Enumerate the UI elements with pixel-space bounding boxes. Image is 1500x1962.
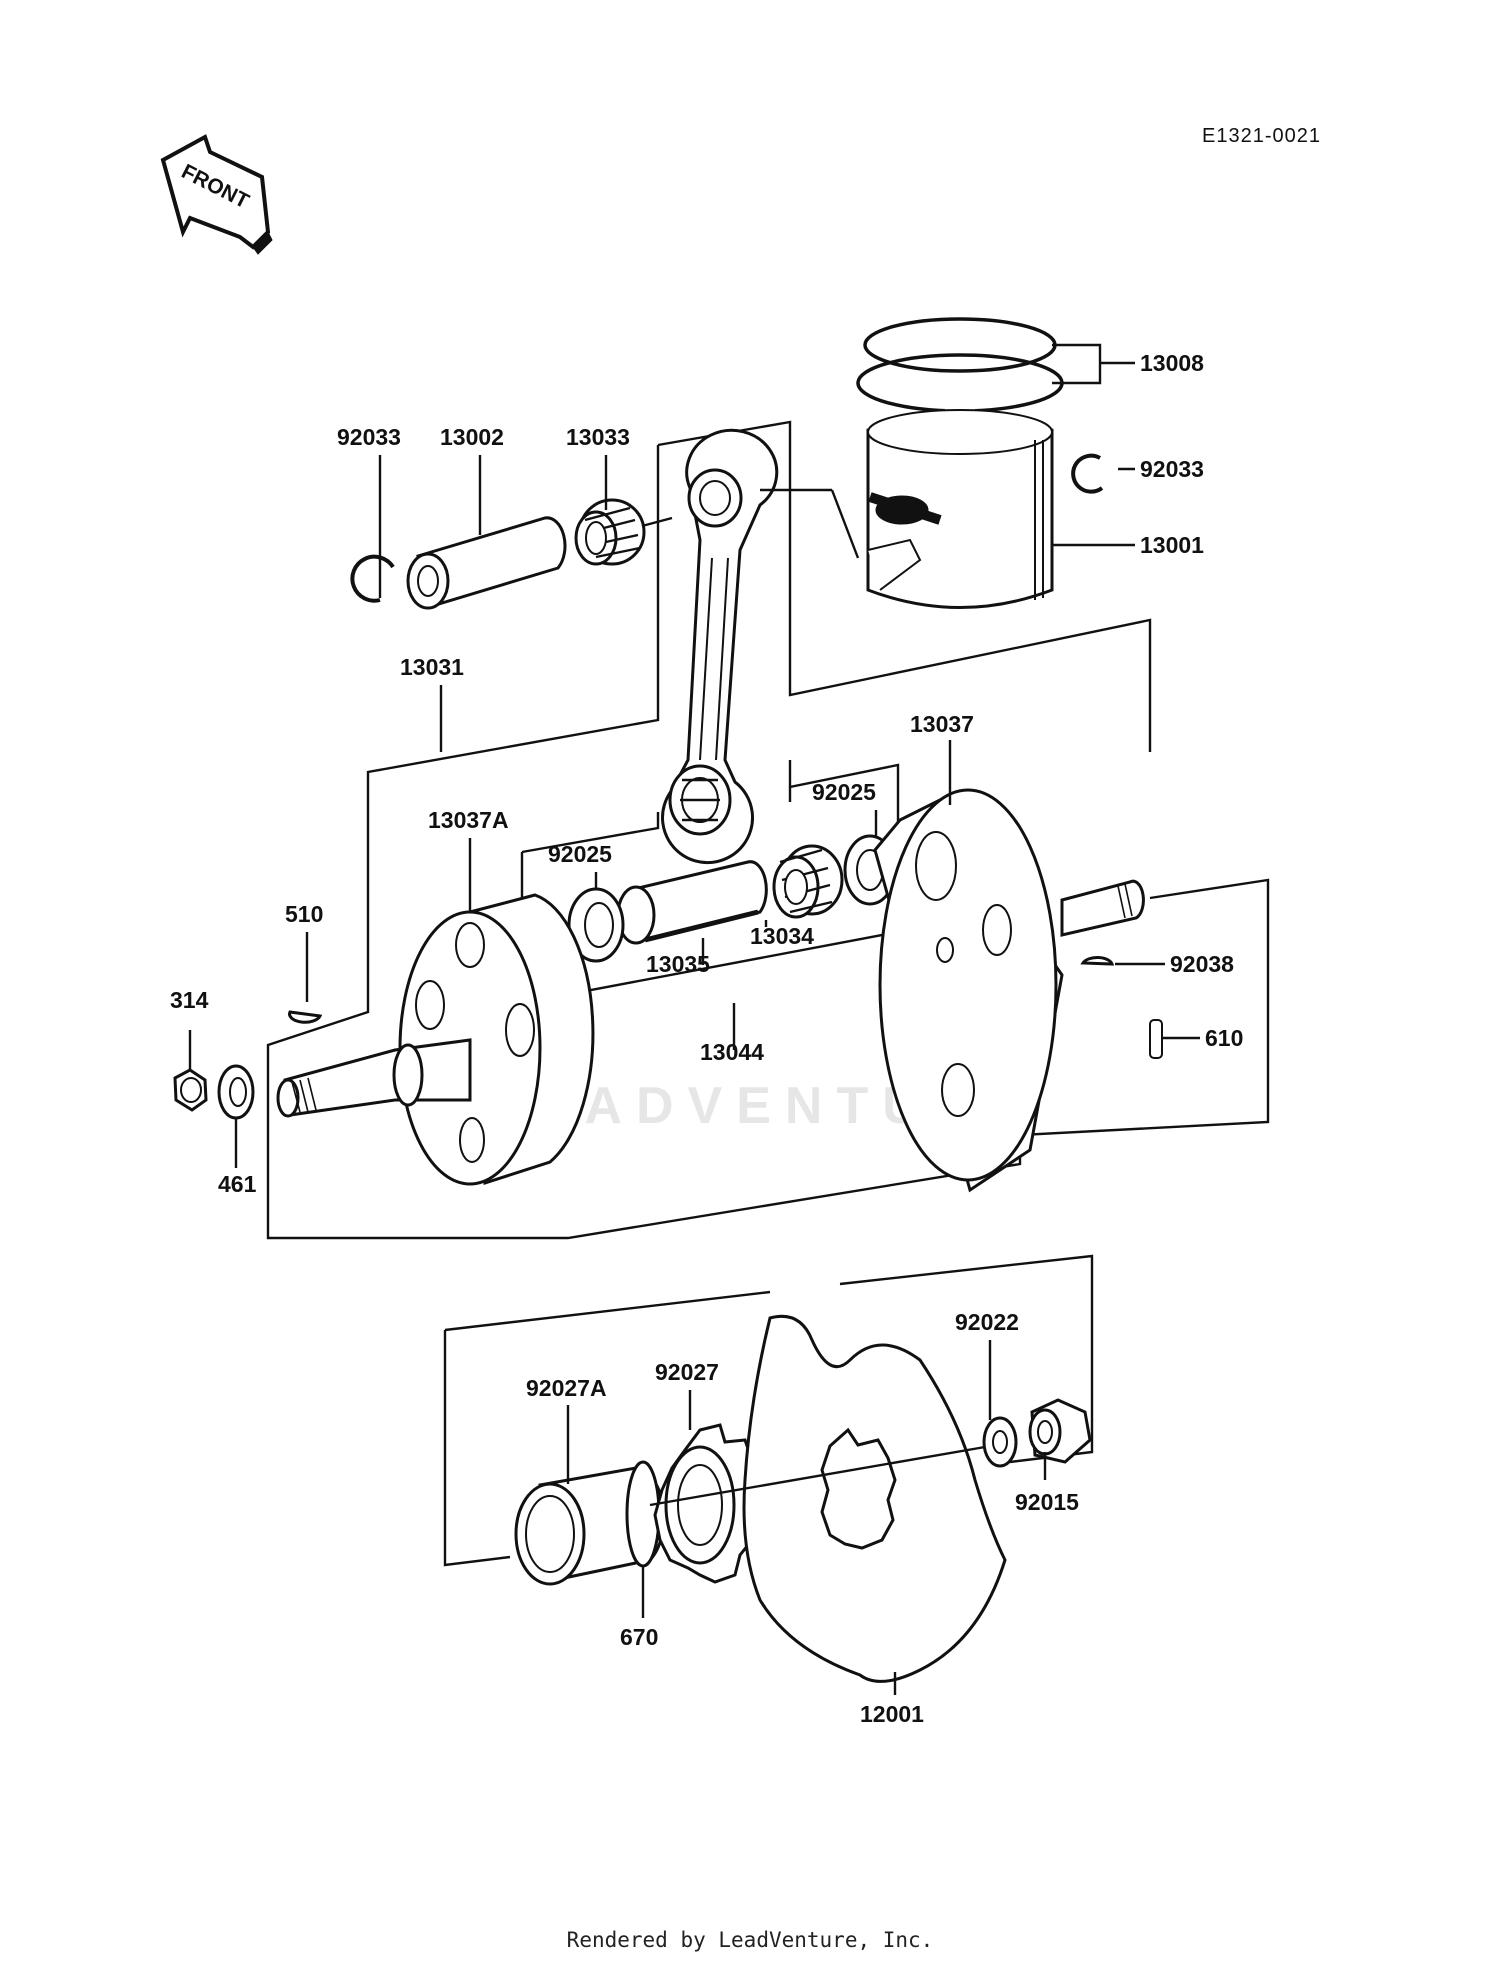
sprocket-guard-plate <box>742 1314 1007 1683</box>
label-13033: 13033 <box>566 424 630 450</box>
piston <box>866 409 1054 609</box>
label-92027a: 92027A <box>526 1375 607 1401</box>
label-92033-left: 92033 <box>337 424 401 450</box>
label-510: 510 <box>285 901 323 927</box>
label-461: 461 <box>218 1171 257 1197</box>
piston-pin-clip-left <box>350 554 395 603</box>
label-92025-left: 92025 <box>548 841 612 867</box>
piston-rings <box>856 317 1064 413</box>
washer-92022 <box>982 1416 1018 1468</box>
left-crankshaft-taper <box>276 1038 472 1118</box>
left-flywheel <box>398 893 595 1186</box>
pin-610 <box>1149 1019 1163 1059</box>
leader-lines <box>188 343 1200 1695</box>
label-13044: 13044 <box>700 1039 764 1065</box>
footer-credit: Rendered by LeadVenture, Inc. <box>566 1928 934 1952</box>
right-crankshaft-shaft <box>1060 879 1145 937</box>
rod-piston-line-b <box>830 489 860 559</box>
label-92038: 92038 <box>1170 951 1234 977</box>
washer-461 <box>217 1064 255 1120</box>
diagram-code: E1321-0021 <box>1202 125 1321 147</box>
callout-labels: 13008 92033 13001 92033 13002 13033 1303… <box>170 350 1243 1727</box>
woodruff-key-92038 <box>1080 955 1115 966</box>
piston-pin <box>406 516 567 610</box>
label-92022: 92022 <box>955 1309 1019 1335</box>
bushing-92027a <box>514 1466 666 1586</box>
label-92027: 92027 <box>655 1359 719 1385</box>
label-12001: 12001 <box>860 1701 924 1727</box>
label-13001: 13001 <box>1140 532 1204 558</box>
label-13037a: 13037A <box>428 807 509 833</box>
label-13034: 13034 <box>750 923 814 949</box>
thrust-washer-left <box>567 887 625 963</box>
piston-pin-clip-right <box>1071 453 1104 494</box>
label-13035: 13035 <box>646 951 710 977</box>
label-670: 670 <box>620 1624 658 1650</box>
connecting-rod <box>661 428 779 865</box>
label-13037: 13037 <box>910 711 974 737</box>
label-13031: 13031 <box>400 654 464 680</box>
pin-axis-line <box>641 516 673 528</box>
output-axis-line <box>649 1445 986 1507</box>
label-13002: 13002 <box>440 424 504 450</box>
label-92015: 92015 <box>1015 1489 1079 1515</box>
label-92025-right: 92025 <box>812 779 876 805</box>
nut-314 <box>173 1068 208 1112</box>
small-end-bearing <box>574 498 646 566</box>
big-end-bearing <box>772 844 844 919</box>
label-13008: 13008 <box>1140 350 1204 376</box>
woodruff-key-510 <box>288 1010 323 1024</box>
crankpin <box>616 860 768 945</box>
label-610: 610 <box>1205 1025 1243 1051</box>
label-314: 314 <box>170 987 209 1013</box>
label-92033-right: 92033 <box>1140 456 1204 482</box>
right-flywheel <box>873 788 1064 1193</box>
front-arrow-icon: FRONT <box>160 134 273 255</box>
